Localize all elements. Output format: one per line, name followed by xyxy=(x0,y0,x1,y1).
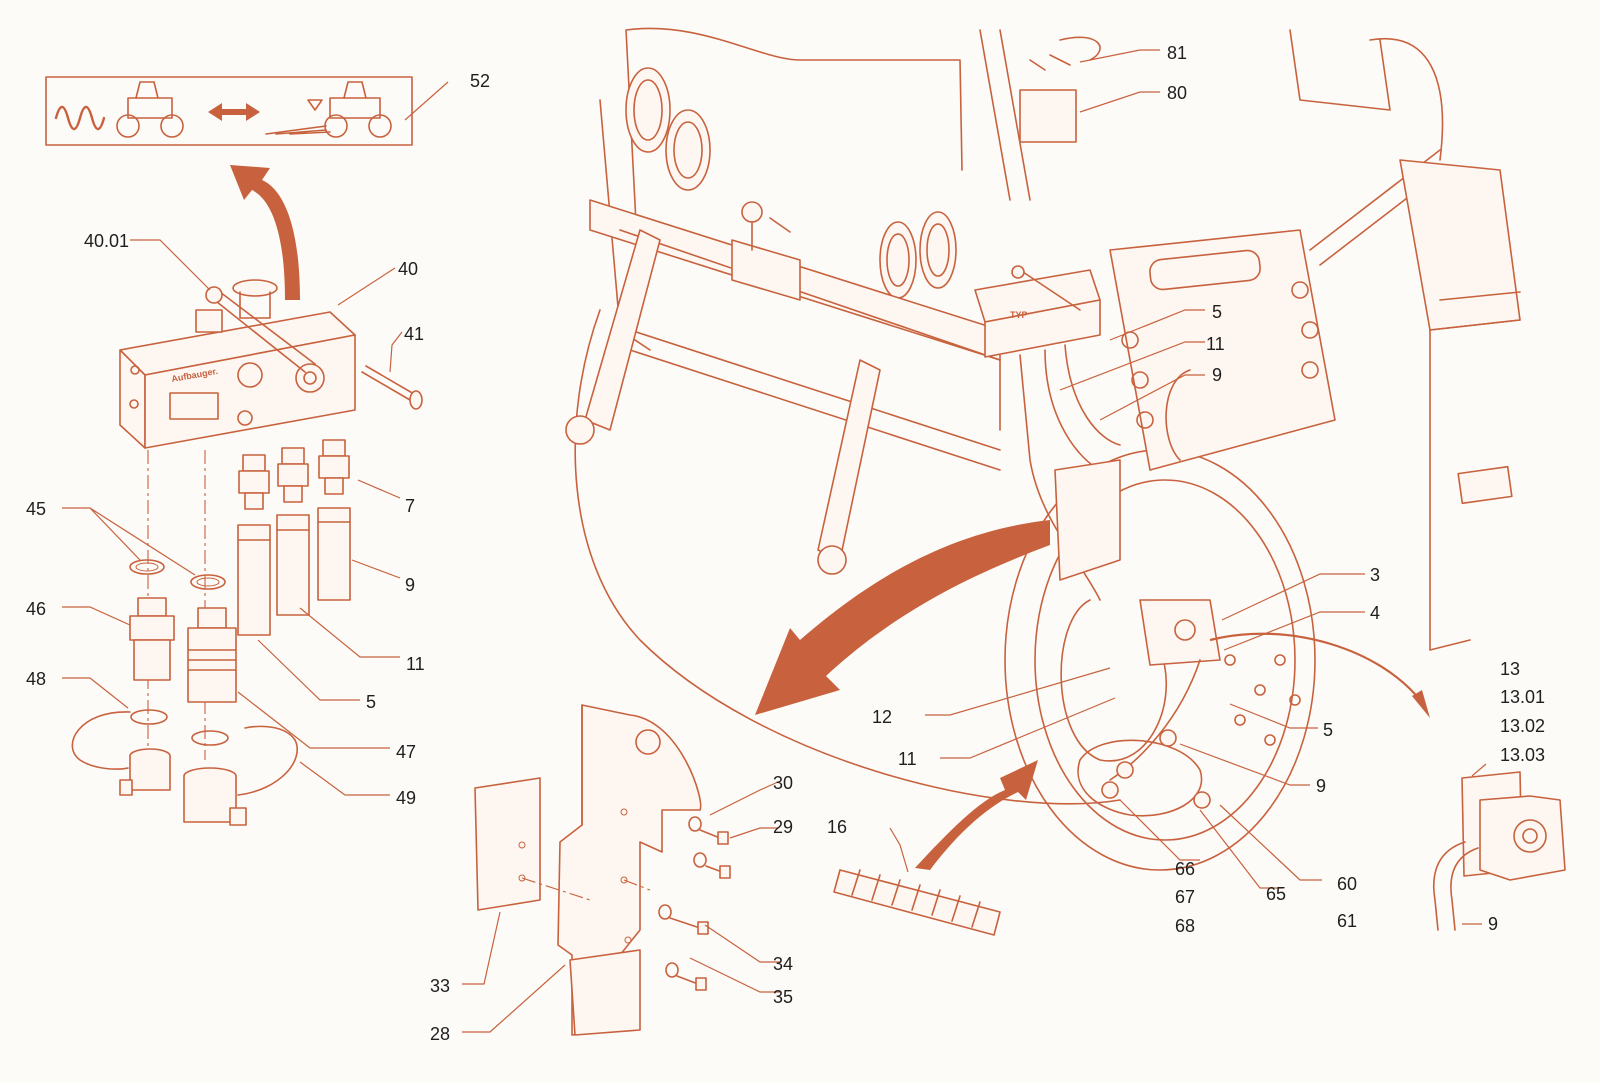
valve-block xyxy=(119,279,423,449)
callout-35: 35 xyxy=(773,987,794,1007)
callout-67: 67 xyxy=(1175,887,1196,907)
callout-34: 34 xyxy=(773,954,794,974)
callout-13-02: 13.02 xyxy=(1500,716,1546,736)
callout-5-mid: 5 xyxy=(1323,720,1334,740)
callout-9-top: 9 xyxy=(1212,365,1223,385)
callout-40-01: 40.01 xyxy=(84,231,130,251)
curved-arrow-hose xyxy=(915,760,1038,870)
callout-52: 52 xyxy=(470,71,491,91)
callout-80: 80 xyxy=(1167,83,1188,103)
callout-11-top: 11 xyxy=(1206,334,1225,354)
vibration-wave-icon xyxy=(54,105,106,131)
callout-28: 28 xyxy=(430,1024,451,1044)
callout-41: 41 xyxy=(404,324,425,344)
coupling-46 xyxy=(129,597,175,681)
left-leaders xyxy=(62,81,449,796)
callout-5-left: 5 xyxy=(366,692,377,712)
callout-46: 46 xyxy=(26,599,47,619)
callout-49: 49 xyxy=(396,788,417,808)
callout-33: 33 xyxy=(430,976,451,996)
roller-icon xyxy=(116,81,184,138)
callout-4: 4 xyxy=(1370,603,1381,623)
callout-13-03: 13.03 xyxy=(1500,745,1546,765)
callout-11-left: 11 xyxy=(406,654,425,674)
callout-11-mid: 11 xyxy=(898,749,917,769)
callout-12: 12 xyxy=(872,707,893,727)
callout-29: 29 xyxy=(773,817,794,837)
callout-13: 13 xyxy=(1500,659,1521,679)
right-leaders xyxy=(462,49,1487,1033)
double-arrow-icon xyxy=(208,103,260,121)
curved-arrow-motor xyxy=(1209,632,1421,701)
curved-arrow-up xyxy=(230,165,300,300)
bracket-assembly xyxy=(474,704,731,1036)
curved-arrow-down xyxy=(755,520,1050,715)
callout-3: 3 xyxy=(1370,565,1381,585)
callout-68: 68 xyxy=(1175,916,1196,936)
callout-60: 60 xyxy=(1337,874,1358,894)
callout-40: 40 xyxy=(398,259,419,279)
dust-cap-49 xyxy=(183,725,298,826)
callout-65: 65 xyxy=(1266,884,1287,904)
callout-7: 7 xyxy=(405,496,416,516)
callout-13-01: 13.01 xyxy=(1500,687,1546,707)
callout-5-top: 5 xyxy=(1212,302,1223,322)
fittings-7 xyxy=(238,439,350,510)
callout-81: 81 xyxy=(1167,43,1188,63)
spreader-roller-icon xyxy=(265,81,392,138)
callout-16: 16 xyxy=(827,817,848,837)
callout-45: 45 xyxy=(26,499,47,519)
callout-66: 66 xyxy=(1175,859,1196,879)
roller-machine xyxy=(565,27,1521,871)
callout-47: 47 xyxy=(396,742,417,762)
coupling-47 xyxy=(187,607,237,703)
decal-panel xyxy=(45,76,413,146)
callout-61: 61 xyxy=(1337,911,1358,931)
callout-9-mid: 9 xyxy=(1316,776,1327,796)
callout-9-right: 9 xyxy=(1488,914,1499,934)
hoses-left xyxy=(237,507,351,636)
callout-30: 30 xyxy=(773,773,794,793)
callout-9-left: 9 xyxy=(405,575,416,595)
callout-48: 48 xyxy=(26,669,47,689)
spiral-guard xyxy=(833,869,1001,936)
dust-cap-48 xyxy=(71,711,171,796)
motor-13 xyxy=(1433,771,1566,931)
valve-tag-label: TYP xyxy=(1010,310,1028,320)
